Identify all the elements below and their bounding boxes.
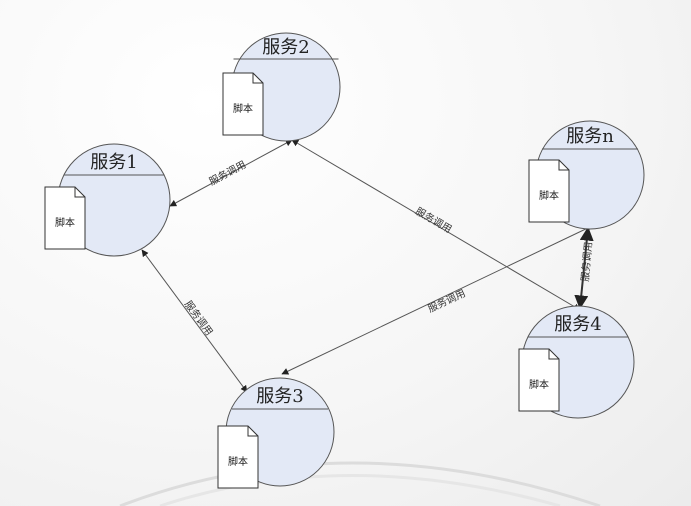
document-label: 脚本 — [233, 102, 253, 115]
edge-service1-service2: 服务调用 — [169, 139, 293, 207]
edge-label: 服务调用 — [426, 286, 468, 315]
document-label: 脚本 — [529, 378, 549, 391]
node-title: 服务n — [566, 126, 614, 147]
node-title: 服务1 — [90, 152, 137, 173]
node-service1: 服务1 脚本 — [44, 143, 171, 257]
node-service3: 服务3 脚本 — [217, 377, 335, 489]
edge-label: 服务调用 — [578, 241, 594, 282]
edge-label: 服务调用 — [413, 204, 454, 235]
node-title: 服务3 — [256, 386, 303, 407]
edge-label: 服务调用 — [207, 158, 248, 188]
document-label: 脚本 — [55, 216, 75, 229]
node-title: 服务4 — [554, 314, 601, 335]
document-icon: 脚本 — [222, 72, 264, 136]
document-icon: 脚本 — [518, 348, 560, 412]
node-title: 服务2 — [262, 37, 309, 58]
edge-service1-service3: 服务调用 — [141, 249, 248, 393]
edge-servicen-service4: 服务调用 — [574, 226, 595, 310]
document-icon: 脚本 — [528, 159, 570, 223]
document-icon: 脚本 — [44, 186, 86, 250]
document-label: 脚本 — [539, 189, 559, 202]
node-service4: 服务4 脚本 — [518, 305, 635, 419]
edge-label: 服务调用 — [182, 298, 216, 338]
node-service2: 服务2 脚本 — [222, 32, 341, 142]
document-icon: 脚本 — [217, 425, 259, 489]
background-decoration — [119, 461, 601, 506]
document-label: 脚本 — [228, 455, 248, 468]
node-servicen: 服务n 脚本 — [528, 120, 645, 230]
